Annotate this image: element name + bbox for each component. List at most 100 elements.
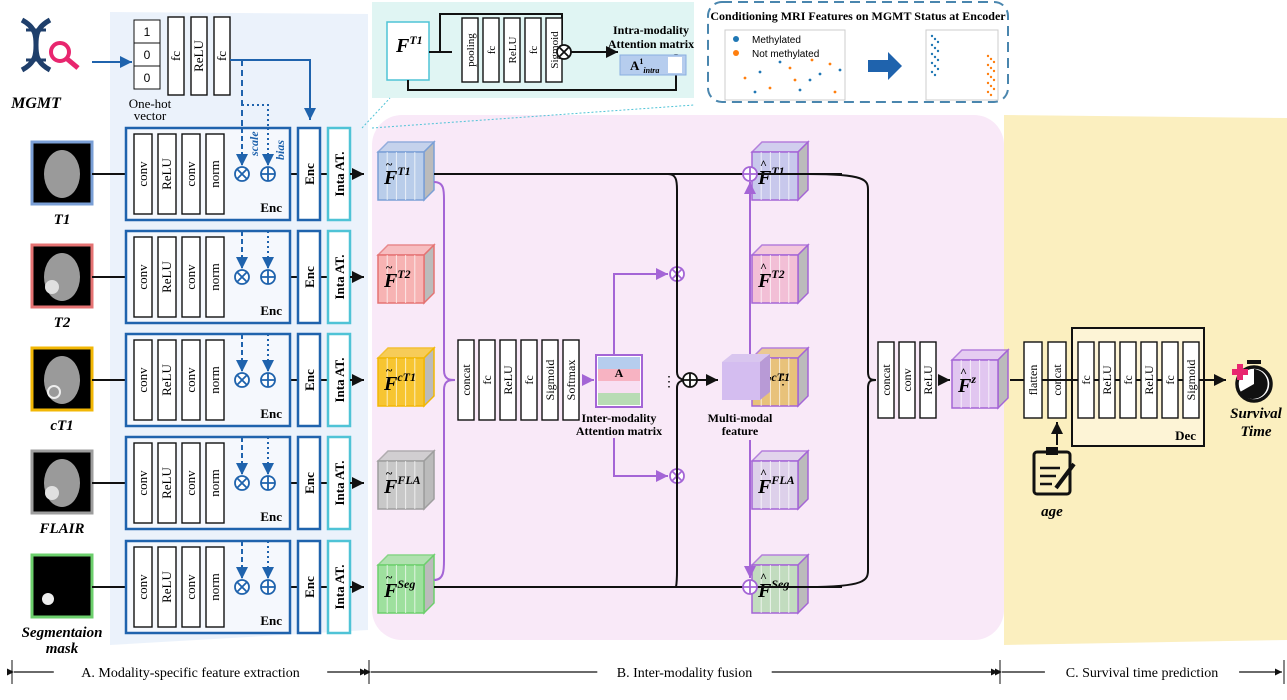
encoder-layer-conv-label: conv — [183, 367, 198, 393]
encoder-layer-conv-label: conv — [183, 161, 198, 187]
dec-layer-fc-label: fc — [1163, 375, 1177, 384]
fusion-layer-relu-label: ReLU — [501, 365, 515, 395]
scatter-point — [818, 72, 822, 76]
inset-layer-fc-box — [524, 17, 542, 83]
encoder-layer-ReLU-label: ReLU — [159, 467, 174, 499]
encoder-layer-norm-label: norm — [207, 263, 222, 290]
post-layer-conv-box — [898, 341, 916, 419]
tilde-feature-t1-mark: ~ — [386, 157, 393, 171]
encoder-layer-conv: conv — [181, 546, 201, 628]
post-layer-relu-label: ReLU — [921, 365, 935, 395]
bias-label: bias — [273, 140, 287, 160]
encoder-layer-conv-box — [181, 339, 201, 421]
mri-image[interactable] — [30, 553, 94, 619]
scatter-point — [933, 37, 937, 41]
intra-attention-label: Inta AT. — [332, 564, 347, 609]
fusion-layer-sigmoid: Sigmoid — [541, 339, 559, 421]
ellipsis: ⋮ — [662, 375, 676, 390]
encoder-layer-norm-box — [205, 546, 225, 628]
encoder-layer-conv-label: conv — [135, 264, 150, 290]
intra-attention-label: Inta AT. — [332, 460, 347, 505]
fusion-layer-softmax: Softmax — [562, 339, 580, 421]
decoder-label: Dec — [1175, 428, 1196, 443]
inset-layer-pooling-label: pooling — [465, 33, 477, 67]
encoder-layer-ReLU-box — [157, 236, 177, 318]
legend-dot-not-methylated — [733, 50, 739, 56]
enc-label: Enc — [302, 576, 317, 598]
post-layer-concat: concat — [877, 341, 895, 419]
dec-layer-relu-label: ReLU — [1100, 365, 1114, 395]
modality-label: Segmentaion — [22, 625, 103, 641]
age-label: age — [1041, 504, 1063, 520]
fusion-layer-concat-label: concat — [459, 364, 473, 396]
multimodal-caption-2: feature — [722, 424, 759, 438]
encoder-layer-norm: norm — [205, 133, 225, 215]
fusion-layer-sigmoid-label: Sigmoid — [543, 360, 557, 401]
intra-attention-title-1: Intra-modality — [613, 23, 689, 37]
multi-modal-feature — [722, 354, 770, 400]
mgmt-layer-relu-label: ReLU — [191, 40, 206, 72]
mgmt-layer-fc-label: fc — [214, 51, 229, 61]
inset-layer-pooling-box — [461, 17, 479, 83]
tilde-feature-t1-label: FT1 — [383, 164, 411, 189]
encoder-layer-ReLU: ReLU — [157, 339, 177, 421]
one-hot-cell: 0 — [133, 42, 161, 67]
brain-scan — [44, 253, 80, 301]
dec-layer-sigmoid: Sigmoid — [1182, 341, 1200, 419]
enc-block — [296, 229, 322, 325]
dec-layer-relu-box — [1098, 341, 1116, 419]
hat-feature-fla-mark: ^ — [760, 466, 767, 480]
scatter-point — [933, 73, 937, 77]
encoder-block-label: Enc — [260, 613, 282, 628]
dec-layer-sigmoid-box — [1182, 341, 1200, 419]
encoder-layer-conv-label: conv — [183, 574, 198, 600]
encoder-layer-ReLU: ReLU — [157, 133, 177, 215]
brain-scan — [44, 150, 80, 198]
encoder-layer-conv: conv — [181, 442, 201, 524]
encoder-layer-norm-label: norm — [207, 366, 222, 393]
dec-layer-fc: fc — [1161, 341, 1179, 419]
dec-layer-fc-box — [1119, 341, 1137, 419]
scatter-point — [930, 52, 934, 56]
encoder-layer-ReLU-box — [157, 133, 177, 215]
tilde-feature-ct1-label: FcT1 — [383, 370, 416, 395]
modality-label: FLAIR — [38, 521, 84, 537]
scatter-point — [810, 58, 814, 62]
scatter-point — [930, 43, 934, 47]
enc-block — [296, 539, 322, 635]
hat-feature-fla-label: FFLA — [757, 473, 795, 498]
encoder-layer-norm-box — [205, 339, 225, 421]
bias-add-icon — [260, 269, 276, 285]
encoder-layer-ReLU: ReLU — [157, 442, 177, 524]
encoder-layer-conv: conv — [133, 442, 153, 524]
tilde-feature-seg: FSeg~ — [376, 553, 436, 615]
inset-layer-relu-label: ReLU — [507, 37, 519, 64]
one-hot-caption-2: vector — [134, 108, 167, 123]
intra-matrix-label: A1intra — [630, 57, 659, 75]
inset-multiply-icon — [556, 44, 572, 60]
right-arrow-icon — [868, 52, 902, 80]
tilde-feature-ct1-mark: ~ — [386, 363, 393, 377]
encoder-layer-ReLU-box — [157, 339, 177, 421]
stage-label-b: B. Inter-modality fusion — [617, 666, 752, 681]
tilde-feature-seg-mark: ~ — [386, 570, 393, 584]
inset-layer-relu: ReLU — [503, 17, 521, 83]
intra-attention-label: Inta AT. — [332, 254, 347, 299]
scatter-point — [933, 55, 937, 59]
tilde-feature-fla-label: FFLA — [383, 473, 421, 498]
bias-add-icon — [260, 372, 276, 388]
post-layer-concat-label: concat — [879, 364, 893, 396]
mgmt-layer-fc: fc — [213, 16, 231, 96]
tilde-feature-t1: FT1~ — [376, 140, 436, 202]
pred-layer-flatten: flatten — [1023, 341, 1043, 419]
scatter-point — [986, 54, 990, 58]
mgmt-layer-fc-label: fc — [168, 51, 183, 61]
scatter-point — [768, 86, 772, 90]
mgmt-layer-relu-box — [190, 16, 208, 96]
encoder-layer-ReLU-box — [157, 442, 177, 524]
dec-layer-fc-box — [1161, 341, 1179, 419]
dec-layer-relu-box — [1140, 341, 1158, 419]
